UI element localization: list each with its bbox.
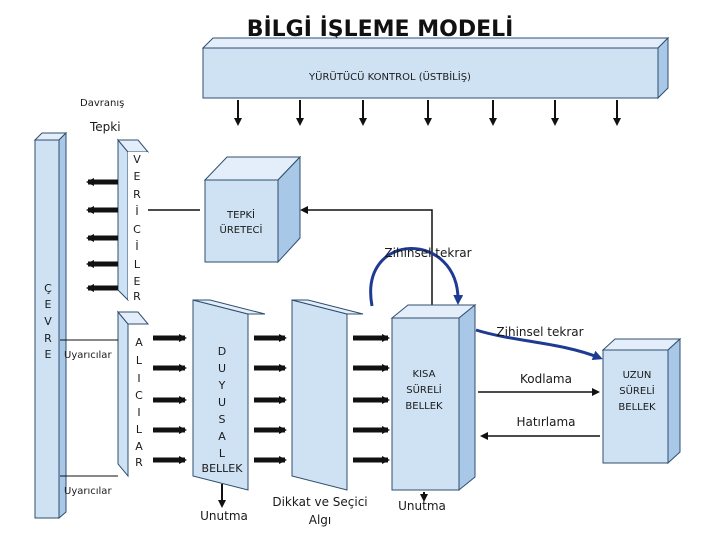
- stm-label: SÜRELİ: [406, 383, 441, 396]
- hatirlama-label: Hatırlama: [516, 415, 575, 429]
- alici-letter: A: [135, 336, 143, 349]
- duyusal-letter: L: [219, 447, 226, 460]
- receptor-arrows: [153, 334, 187, 464]
- zihinsel-tekrar-label-2: Zihinsel tekrar: [496, 325, 583, 339]
- stm-label: KISA: [413, 369, 436, 380]
- verici-letters: V E R İ C İ L E R: [133, 153, 141, 303]
- duyusal-letters: D U Y U S A L BELLEK: [202, 345, 244, 475]
- response-generator-label: TEPKİ: [226, 208, 255, 221]
- receptors-panel: A L I C I L A R: [116, 310, 150, 478]
- cevre-letter: Ç: [44, 282, 52, 295]
- cevre-letter: R: [44, 332, 52, 345]
- executive-control-box: YÜRÜTÜCÜ KONTROL (ÜSTBİLİŞ): [201, 36, 670, 100]
- verici-letter: C: [133, 223, 141, 236]
- ltm-label: SÜRELİ: [619, 384, 654, 397]
- verici-letter: L: [134, 258, 141, 271]
- short-term-memory-box: KISA SÜRELİ BELLEK: [390, 303, 477, 492]
- alici-letter: L: [136, 423, 143, 436]
- executive-control-label: YÜRÜTÜCÜ KONTROL (ÜSTBİLİŞ): [308, 70, 471, 83]
- verici-letter: E: [134, 170, 141, 183]
- duyusal-letter: U: [218, 362, 226, 375]
- alici-letter: R: [135, 456, 143, 469]
- response-generator-label: ÜRETECİ: [220, 223, 263, 236]
- alici-letter: A: [135, 440, 143, 453]
- duyusal-letter: D: [218, 345, 226, 358]
- response-generator-box: TEPKİ ÜRETECİ: [203, 155, 302, 264]
- duyusal-letter: BELLEK: [202, 462, 244, 475]
- attention-to-stm-arrows: [353, 334, 390, 464]
- verici-letter: V: [133, 153, 141, 166]
- duyusal-letter: S: [219, 413, 226, 426]
- cevre-letter: V: [44, 315, 52, 328]
- verici-letter: R: [133, 290, 141, 303]
- effectors-panel: V E R İ C İ L E R: [116, 138, 150, 303]
- stm-label: BELLEK: [405, 401, 443, 412]
- cevre-letters: Ç E V R E: [44, 282, 52, 361]
- uyaricilar-label-1: Uyarıcılar: [64, 350, 112, 361]
- effector-arrows: [86, 178, 118, 292]
- uyaricilar-label-2: Uyarıcılar: [64, 486, 112, 497]
- dikkat-label-2: Algı: [309, 513, 332, 527]
- environment-box: Ç E V R E: [33, 131, 68, 520]
- cevre-letter: E: [45, 348, 52, 361]
- davranis-label: Davranış: [80, 98, 124, 109]
- stm-to-response-path: [300, 206, 433, 310]
- duyusal-letter: A: [218, 430, 226, 443]
- alici-letter: I: [137, 372, 140, 385]
- unutma-label-1: Unutma: [200, 509, 248, 523]
- alici-letter: L: [136, 354, 143, 367]
- zihinsel-tekrar-label-1: Zihinsel tekrar: [384, 246, 471, 260]
- verici-letter: E: [134, 275, 141, 288]
- long-term-memory-box: UZUN SÜRELİ BELLEK: [601, 337, 682, 465]
- verici-letter: İ: [135, 240, 138, 253]
- rehearsal-to-ltm-curve: [475, 328, 603, 361]
- ltm-label: UZUN: [623, 370, 652, 381]
- cevre-letter: E: [45, 298, 52, 311]
- ltm-label: BELLEK: [618, 402, 656, 413]
- duyusal-letter: U: [218, 396, 226, 409]
- executive-down-arrows: [234, 100, 621, 126]
- alici-letter: I: [137, 406, 140, 419]
- tepki-label: Tepki: [89, 120, 121, 134]
- alici-letters: A L I C I L A R: [135, 336, 143, 469]
- unutma-label-2: Unutma: [398, 499, 446, 513]
- kodlama-label: Kodlama: [520, 372, 572, 386]
- alici-letter: C: [135, 389, 143, 402]
- duyusal-letter: Y: [218, 379, 226, 392]
- attention-panel: [291, 299, 364, 491]
- rehearsal-loop-curve: [369, 247, 464, 307]
- sensory-register-panel: D U Y U S A L BELLEK: [192, 299, 266, 491]
- verici-letter: R: [133, 188, 141, 201]
- sensory-to-attention-arrows: [254, 334, 287, 464]
- verici-letter: İ: [135, 205, 138, 218]
- dikkat-label-1: Dikkat ve Seçici: [272, 495, 367, 509]
